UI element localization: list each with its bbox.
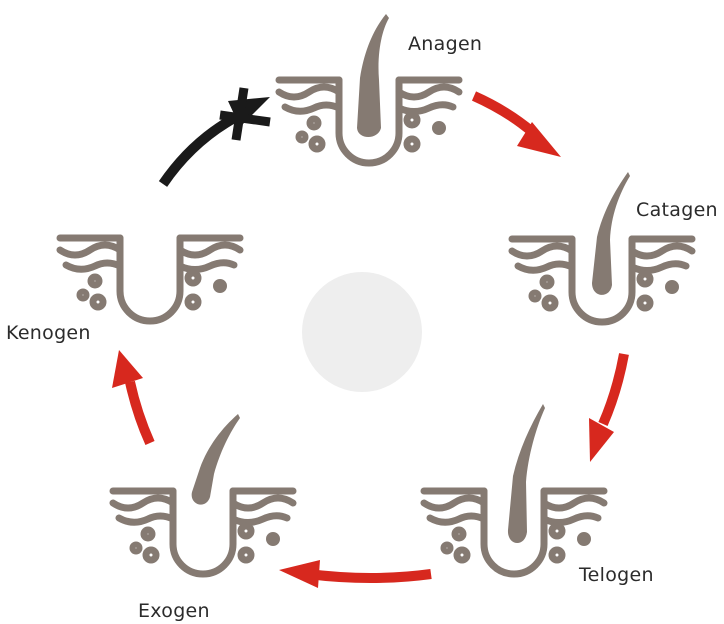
arrow-exogen-to-kenogen <box>130 382 150 443</box>
arrowhead-exogen <box>279 560 320 588</box>
arrow-catagen-to-telogen <box>603 354 624 424</box>
center-circle <box>302 272 422 392</box>
stage-label-exogen: Exogen <box>138 600 210 622</box>
anagen-hair-icon <box>357 14 389 137</box>
arrowhead-telogen <box>589 418 614 462</box>
kenogen-follicle-icon <box>60 238 240 321</box>
stage-label-kenogen: Kenogen <box>6 322 91 344</box>
stage-label-anagen: Anagen <box>408 33 482 55</box>
arrow-telogen-to-exogen <box>308 574 431 578</box>
catagen-hair-icon <box>592 172 630 295</box>
stage-label-telogen: Telogen <box>579 564 654 586</box>
block-mark-icon <box>220 88 270 140</box>
exogen-follicle-icon <box>113 414 293 574</box>
arrowhead-kenogen <box>112 350 143 388</box>
telogen-follicle-icon <box>424 404 604 574</box>
blocked-arrow-kenogen-to-anagen <box>163 116 238 184</box>
catagen-follicle-icon <box>512 172 692 322</box>
telogen-hair-icon <box>508 404 545 543</box>
stage-label-catagen: Catagen <box>636 199 718 221</box>
